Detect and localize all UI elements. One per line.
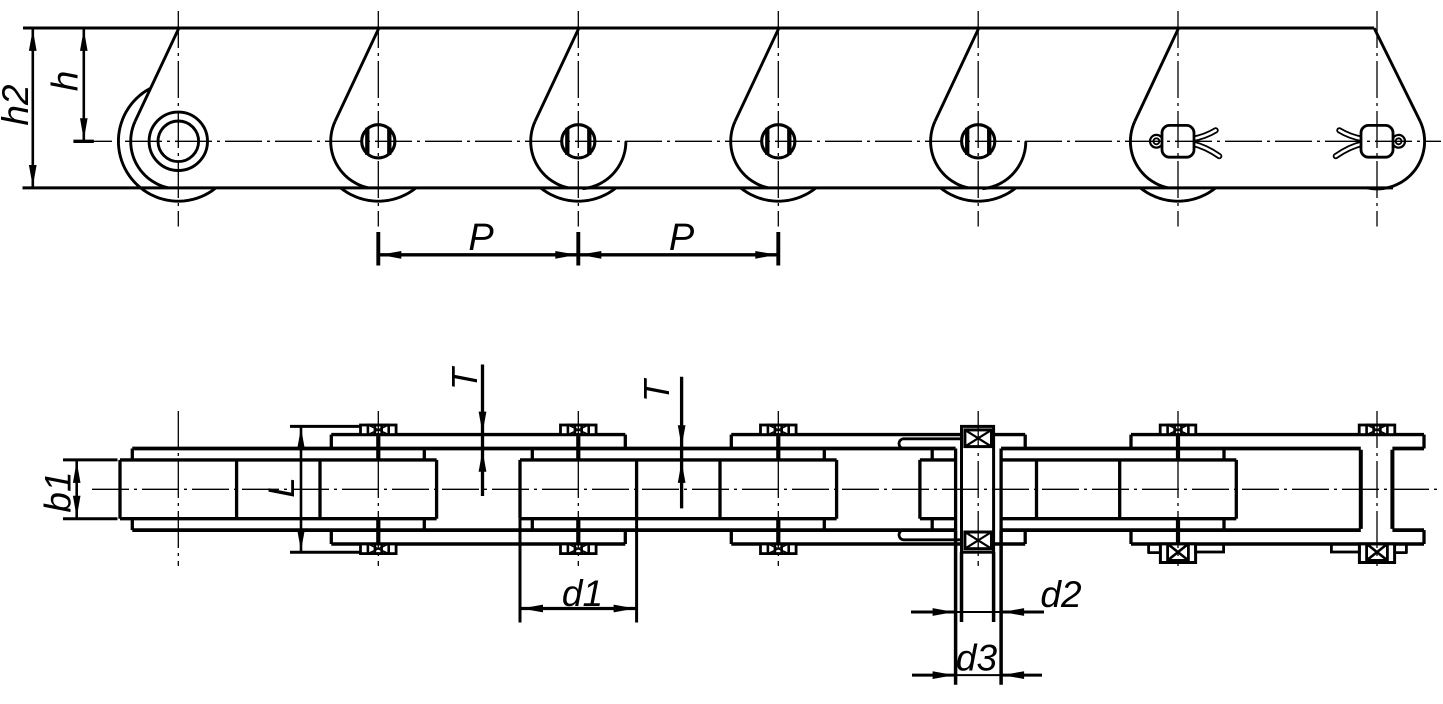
svg-text:h2: h2 (0, 84, 36, 126)
svg-text:d1: d1 (562, 573, 603, 614)
svg-text:L: L (261, 477, 302, 498)
svg-text:d3: d3 (956, 638, 998, 679)
svg-text:h: h (45, 71, 86, 92)
svg-text:d2: d2 (1040, 574, 1082, 615)
svg-text:T: T (636, 377, 677, 402)
svg-text:P: P (468, 217, 494, 259)
svg-text:P: P (669, 217, 695, 259)
svg-text:T: T (444, 365, 485, 390)
svg-text:b1: b1 (38, 471, 79, 512)
